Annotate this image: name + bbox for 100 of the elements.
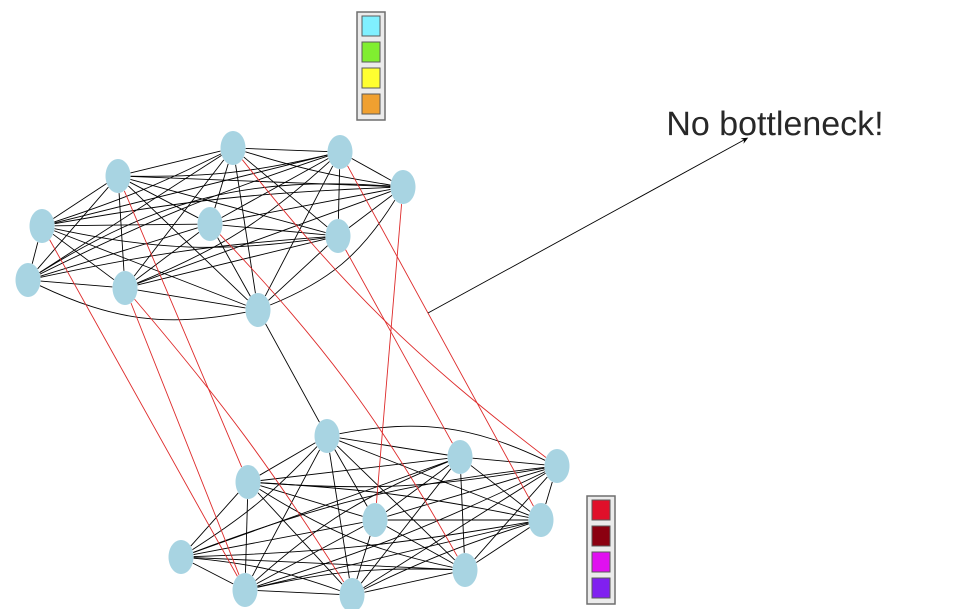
graph-node: [448, 440, 472, 474]
graph-edge: [259, 442, 316, 476]
graph-edge: [252, 450, 320, 576]
graph-edge: [54, 153, 222, 222]
graph-edge: [222, 224, 326, 236]
graph-edge: [192, 446, 318, 550]
graph-edge: [386, 464, 450, 512]
graph-edge: [336, 446, 456, 560]
graph-edge: [137, 238, 326, 286]
graph-edge: [460, 474, 465, 554]
graph-edge: [260, 485, 364, 517]
graph-node: [340, 578, 364, 609]
graph-edge: [264, 166, 334, 296]
graph-edge: [136, 161, 330, 284]
graph-edge: [40, 280, 113, 288]
graph-edge: [222, 188, 391, 222]
graph-edge: [364, 572, 453, 593]
graph-edge: [474, 476, 548, 560]
graph-node: [106, 159, 130, 193]
graph-edge: [214, 163, 229, 209]
graph-edge: [130, 154, 328, 177]
graph-edge: [476, 527, 530, 563]
graph-node: [220, 131, 246, 165]
graph-node: [362, 503, 388, 537]
graph-node: [528, 503, 554, 537]
graph-node: [314, 419, 340, 453]
graph-edge: [220, 234, 458, 557]
graph-edge: [39, 154, 222, 274]
graph-node: [16, 263, 40, 297]
graph-edge: [338, 440, 530, 516]
graph-node: [452, 553, 478, 587]
graph-edge: [37, 186, 109, 270]
graph-edge: [40, 227, 198, 277]
graph-node: [236, 465, 260, 499]
graph-edge: [334, 449, 368, 507]
graph-edge: [339, 426, 546, 461]
graph-edge: [40, 236, 326, 278]
graph-edge: [40, 285, 246, 320]
graph-edge: [260, 482, 529, 518]
graph-edge: [54, 224, 198, 226]
graph-edge: [347, 165, 534, 507]
graph-node: [326, 219, 350, 253]
graph-edge: [130, 176, 391, 187]
graph-edge: [54, 154, 328, 224]
graph-node: [168, 540, 194, 574]
graph-edge: [260, 468, 545, 488]
graph-edge: [386, 526, 454, 564]
graph-edge: [245, 498, 248, 574]
graph-edge: [134, 159, 224, 277]
graph-edge: [190, 492, 239, 546]
graph-edge: [39, 156, 328, 275]
graph-edge: [259, 488, 453, 568]
graph-edge: [356, 535, 371, 580]
graph-edge: [136, 232, 200, 280]
graph-edge: [217, 237, 251, 297]
graph-edge: [270, 200, 396, 306]
callout-text: No bottleneck!: [669, 110, 881, 136]
graph-node: [112, 271, 138, 305]
graph-edge: [243, 156, 328, 228]
graph-edge: [136, 191, 392, 284]
graph-node: [246, 293, 270, 327]
graph-edge: [192, 562, 234, 584]
graph-node: [232, 573, 258, 607]
graph-edge: [54, 187, 391, 224]
graph-edge: [130, 302, 240, 576]
graph-edge: [221, 158, 329, 218]
graph-edge: [345, 249, 453, 444]
graph-edge: [257, 590, 340, 595]
graph-edge: [242, 159, 546, 458]
graph-edge: [265, 323, 320, 423]
graph-edge: [257, 568, 453, 588]
graph-edge: [363, 472, 546, 588]
graph-edge: [260, 458, 448, 481]
graph-edge: [472, 458, 545, 466]
graph-edge: [192, 460, 448, 554]
graph-node: [544, 449, 570, 483]
graph-edge: [32, 242, 38, 264]
graph-edge: [244, 151, 391, 186]
graph-edge: [329, 452, 350, 579]
graph-edge: [130, 178, 326, 234]
graph-edge: [137, 290, 246, 308]
graph-edge: [193, 522, 363, 556]
graph-edge: [360, 468, 452, 584]
graph-edge: [256, 471, 546, 586]
graph-edge: [256, 526, 364, 584]
graph-edge: [54, 228, 326, 248]
graph-edge: [470, 465, 530, 512]
graph-edge: [348, 194, 392, 228]
graph-edge: [339, 438, 448, 456]
graph-edge: [124, 190, 242, 468]
graph-edge: [39, 183, 391, 274]
graph-edge: [545, 482, 553, 504]
graph-edge: [235, 164, 256, 294]
graph-edge: [386, 469, 546, 517]
graph-edge: [129, 182, 199, 218]
graph-edge: [351, 158, 392, 181]
graph-edge: [364, 523, 530, 590]
graph-edge: [257, 492, 343, 585]
graph-edge: [52, 183, 108, 219]
graph-node: [390, 170, 416, 204]
